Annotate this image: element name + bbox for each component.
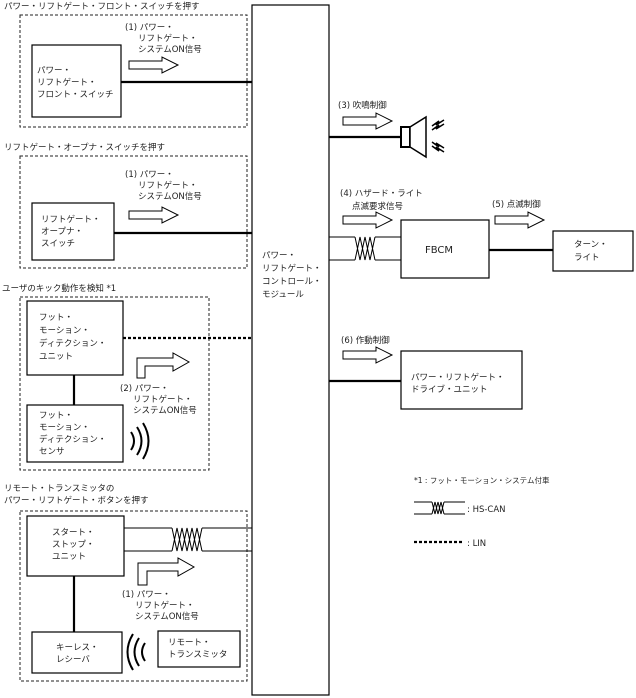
arrow-icon xyxy=(342,112,394,130)
arrow-icon xyxy=(342,346,394,364)
drive-unit-box xyxy=(400,350,523,410)
bent-arrow-icon xyxy=(137,557,196,586)
keyless-receiver-box xyxy=(31,631,123,674)
control-module-label: パワー・ リフトゲート・ コントロール・ モジュール xyxy=(262,251,324,300)
arrow-icon xyxy=(494,211,546,229)
signal-4-hazard-label: (4) ハザード・ライト 点滅要求信号 xyxy=(340,189,425,212)
front-switch-label: パワー・ リフトゲート・ フロント・スイッチ xyxy=(37,66,114,100)
remote-transmitter-box xyxy=(157,630,241,668)
turn-light-box xyxy=(552,230,634,272)
bent-arrow-icon xyxy=(136,352,191,379)
signal-5-blink-label: (5) 点滅制御 xyxy=(492,199,541,210)
drive-unit-label: パワー・リフトゲート・ ドライブ・ユニット xyxy=(411,372,507,395)
legend-footnote: *1 : フット・モーション・システム付車 xyxy=(414,475,550,485)
speaker-icon xyxy=(400,115,427,159)
twisted-pair-icon xyxy=(124,527,252,552)
group-opener-switch xyxy=(19,155,248,269)
fbcm-label: FBCM xyxy=(425,245,453,256)
arrow-icon xyxy=(342,211,394,229)
start-stop-label: スタート・ ストップ・ ユニット xyxy=(52,528,97,562)
signal-1-front-label: (1) パワー・ リフトゲート・ システムON信号 xyxy=(125,23,202,55)
fmd-sensor-box xyxy=(26,404,124,463)
sound-icon xyxy=(431,119,445,153)
fmd-unit-box xyxy=(26,300,124,376)
legend-hs-can-symbol xyxy=(414,501,465,515)
group-caption-opener-switch: リフトゲート・オープナ・スイッチを押す xyxy=(4,142,165,153)
group-caption-remote: リモート・トランスミッタの パワー・リフトゲート・ボタンを押す xyxy=(4,484,149,506)
remote-transmitter-label: リモート・ トランスミッタ xyxy=(168,638,227,660)
legend-lin-label: : LIN xyxy=(467,539,486,549)
group-caption-front-switch: パワー・リフトゲート・フロント・スイッチを押す xyxy=(4,1,200,12)
opener-switch-label: リフトゲート・ オープナ・ スイッチ xyxy=(41,214,103,249)
group-kick xyxy=(19,296,210,471)
front-switch-box xyxy=(31,44,122,118)
radio-wave-icon xyxy=(126,633,146,671)
legend-hs-can-label: : HS-CAN xyxy=(467,505,506,515)
signal-2-kick-label: (2) パワー・ リフトゲート・ システムON信号 xyxy=(120,384,197,416)
turn-light-label: ターン・ ライト xyxy=(574,240,610,263)
fmd-unit-label: フット・ モーション・ ディテクション・ ユニット xyxy=(39,313,109,362)
signal-1-opener-label: (1) パワー・ リフトゲート・ システムON信号 xyxy=(125,170,202,202)
opener-switch-box xyxy=(31,202,115,261)
twisted-pair-icon xyxy=(329,236,401,261)
arrow-icon xyxy=(128,206,180,224)
signal-1-remote-label: (1) パワー・ リフトゲート・ システムON信号 xyxy=(122,590,199,622)
keyless-receiver-label: キーレス・ レシーバ xyxy=(56,643,101,665)
group-caption-kick: ユーザのキック動作を検知 *1 xyxy=(2,283,116,294)
control-module-box xyxy=(251,4,330,696)
radio-wave-icon xyxy=(130,422,150,460)
group-front-switch xyxy=(19,14,248,128)
fmd-sensor-label: フット・ モーション・ ディテクション・ センサ xyxy=(39,411,109,457)
arrow-icon xyxy=(128,56,180,74)
signal-6-drive-label: (6) 作動制御 xyxy=(341,335,390,346)
group-remote xyxy=(19,510,248,682)
fbcm-box xyxy=(400,219,490,279)
start-stop-box xyxy=(26,515,125,577)
signal-3-horn-label: (3) 吹鳴制御 xyxy=(338,100,387,111)
